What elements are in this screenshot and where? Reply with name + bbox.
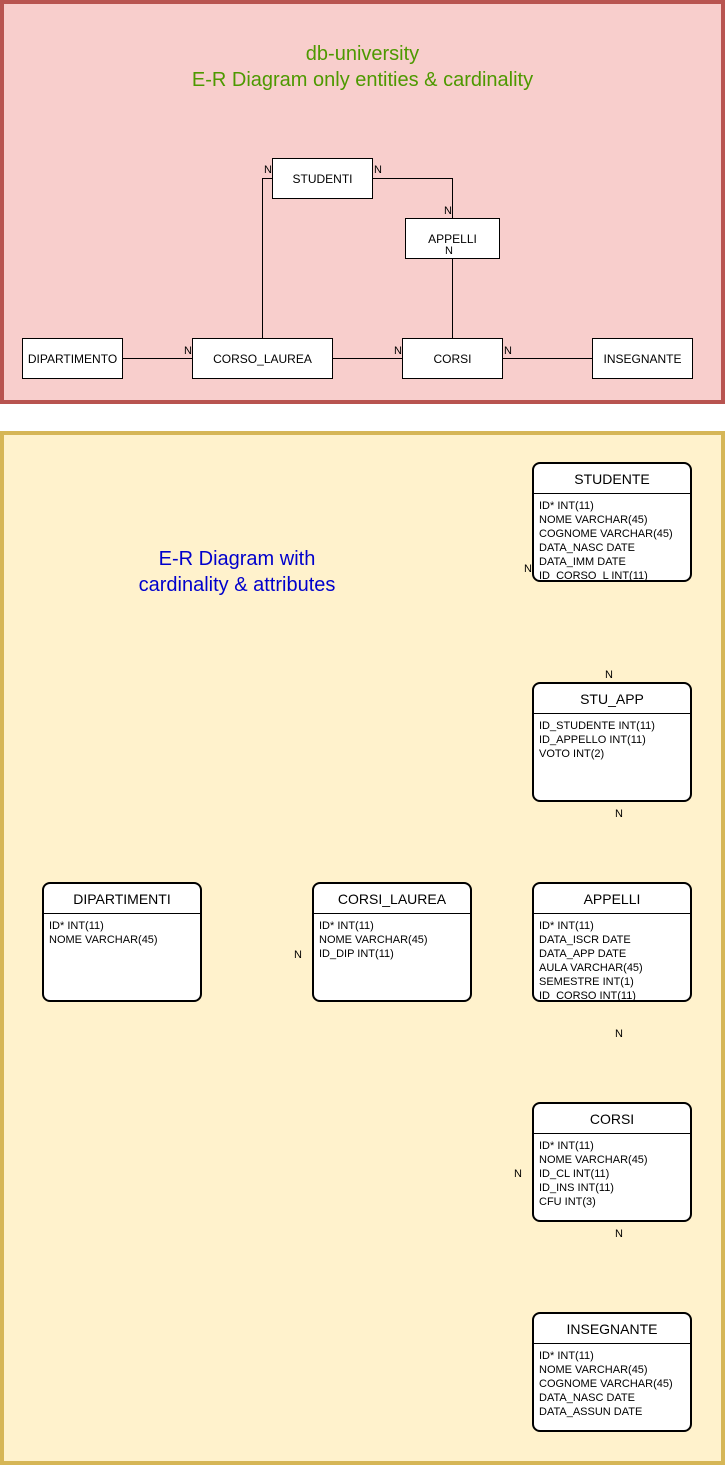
entity-insegnante-table[interactable]: INSEGNANTE ID* INT(11) NOME VARCHAR(45) CO…	[532, 1312, 692, 1432]
cardinality-label: N	[615, 808, 623, 820]
entity-header: CORSI	[534, 1104, 690, 1134]
entity-studente[interactable]: STUDENTE ID* INT(11) NOME VARCHAR(45) COGN…	[532, 462, 692, 582]
attribute-item: DATA_IMM DATE	[539, 556, 626, 568]
simple-diagram-title: db-university E-R Diagram only entities …	[0, 41, 725, 93]
cardinality-label: N	[294, 949, 302, 961]
cardinality-label: N	[184, 345, 192, 357]
attribute-item: NOME VARCHAR(45)	[539, 1364, 648, 1376]
cardinality-label: N	[605, 669, 613, 681]
attribute-item: NOME VARCHAR(45)	[319, 934, 428, 946]
attribute-item: ID* INT(11)	[49, 920, 104, 932]
entity-corsi-label: CORSI	[433, 351, 472, 366]
entity-corso-laurea-label: CORSO_LAUREA	[213, 351, 312, 366]
attribute-item: ID_DIP INT(11)	[319, 948, 394, 960]
attribute-item: DATA_APP DATE	[539, 948, 627, 960]
title-line-2: E-R Diagram only entities & cardinality	[191, 69, 534, 91]
line-studenti-appelli	[372, 178, 453, 219]
attribute-item: ID* INT(11)	[539, 500, 594, 512]
cardinality-label: N	[524, 563, 532, 575]
attribute-item: NOME VARCHAR(45)	[539, 1154, 648, 1166]
attribute-list: ID* INT(11) NOME VARCHAR(45) COGNOME VARCH…	[534, 494, 690, 582]
entity-dipartimenti[interactable]: DIPARTIMENTI ID* INT(11) NOME VARCHAR(45)	[42, 882, 202, 1002]
attribute-list: ID* INT(11) NOME VARCHAR(45)	[44, 914, 200, 947]
attribute-item: VOTO INT(2)	[539, 748, 605, 760]
attribute-list: ID_STUDENTE INT(11) ID_APPELLO INT(11) VOT…	[534, 714, 690, 761]
entity-header: CORSI_LAUREA	[314, 884, 470, 914]
attribute-item: DATA_ISCR DATE	[539, 934, 631, 946]
attribute-item: ID_APPELLO INT(11)	[539, 734, 646, 746]
attribute-item: DATA_NASC DATE	[539, 1392, 635, 1404]
cardinality-label: N	[394, 345, 402, 357]
attribute-item: NOME VARCHAR(45)	[49, 934, 158, 946]
cardinality-label: N	[264, 164, 272, 176]
entity-corso-laurea[interactable]: CORSO_LAUREA	[192, 338, 333, 379]
attribute-item: ID_STUDENTE INT(11)	[539, 720, 655, 732]
attribute-item: DATA_ASSUN DATE	[539, 1406, 643, 1418]
attribute-item: ID_INS INT(11)	[539, 1182, 614, 1194]
entity-appelli-label: APPELLI	[428, 231, 477, 246]
cardinality-label: N	[514, 1168, 522, 1180]
title-line-2: cardinality & attributes	[138, 574, 336, 596]
attribute-item: NOME VARCHAR(45)	[539, 514, 648, 526]
title-line-1: db-university	[305, 43, 420, 65]
er-simple-panel	[0, 0, 725, 404]
attribute-item: AULA VARCHAR(45)	[539, 962, 643, 974]
title-line-1: E-R Diagram with	[158, 548, 316, 570]
attribute-item: CFU INT(3)	[539, 1196, 596, 1208]
entity-dipartimento-label: DIPARTIMENTO	[27, 351, 118, 366]
cardinality-label: N	[504, 345, 512, 357]
attribute-list: ID* INT(11) NOME VARCHAR(45) ID_DIP INT(11…	[314, 914, 470, 961]
line-studenti-corso-laurea	[262, 178, 273, 339]
attribute-item: ID* INT(11)	[539, 920, 594, 932]
entity-header: INSEGNANTE	[534, 1314, 690, 1344]
entity-insegnante-label: INSEGNANTE	[603, 351, 682, 366]
entity-studenti-label: STUDENTI	[292, 171, 353, 186]
cardinality-label: N	[374, 164, 382, 176]
entity-appelli-table[interactable]: APPELLI ID* INT(11) DATA_ISCR DATE DATA_AP…	[532, 882, 692, 1002]
attribute-item: ID_CORSO INT(11)	[539, 990, 636, 1002]
attribute-list: ID* INT(11) DATA_ISCR DATE DATA_APP DATE AU…	[534, 914, 690, 1002]
cardinality-label: N	[444, 205, 452, 217]
entity-header: APPELLI	[534, 884, 690, 914]
entity-stu-app[interactable]: STU_APP ID_STUDENTE INT(11) ID_APPELLO IN…	[532, 682, 692, 802]
entity-corsi-laurea[interactable]: CORSI_LAUREA ID* INT(11) NOME VARCHAR(45)…	[312, 882, 472, 1002]
attribute-item: ID_CL INT(11)	[539, 1168, 610, 1180]
cardinality-label: N	[615, 1028, 623, 1040]
attribute-item: ID* INT(11)	[539, 1350, 594, 1362]
entity-header: DIPARTIMENTI	[44, 884, 200, 914]
entity-header: STUDENTE	[534, 464, 690, 494]
attribute-item: ID_CORSO_L INT(11)	[539, 570, 648, 582]
attribute-item: COGNOME VARCHAR(45)	[539, 1378, 673, 1390]
entity-studenti[interactable]: STUDENTI	[272, 158, 373, 199]
entity-dipartimento[interactable]: DIPARTIMENTO	[22, 338, 123, 379]
attribute-item: ID* INT(11)	[319, 920, 374, 932]
entity-insegnante[interactable]: INSEGNANTE	[592, 338, 693, 379]
cardinality-label: N	[445, 245, 453, 257]
entity-appelli[interactable]: APPELLI	[405, 218, 500, 259]
attribute-item: ID* INT(11)	[539, 1140, 594, 1152]
attributes-diagram-title: E-R Diagram with cardinality & attribute…	[80, 546, 394, 598]
attribute-item: DATA_NASC DATE	[539, 542, 635, 554]
entity-corsi[interactable]: CORSI	[402, 338, 503, 379]
entity-corsi-table[interactable]: CORSI ID* INT(11) NOME VARCHAR(45) ID_CL I…	[532, 1102, 692, 1222]
cardinality-label: N	[615, 1228, 623, 1240]
attribute-list: ID* INT(11) NOME VARCHAR(45) COGNOME VARCH…	[534, 1344, 690, 1419]
entity-header: STU_APP	[534, 684, 690, 714]
attribute-item: COGNOME VARCHAR(45)	[539, 528, 673, 540]
attribute-list: ID* INT(11) NOME VARCHAR(45) ID_CL INT(11)…	[534, 1134, 690, 1209]
attribute-item: SEMESTRE INT(1)	[539, 976, 634, 988]
